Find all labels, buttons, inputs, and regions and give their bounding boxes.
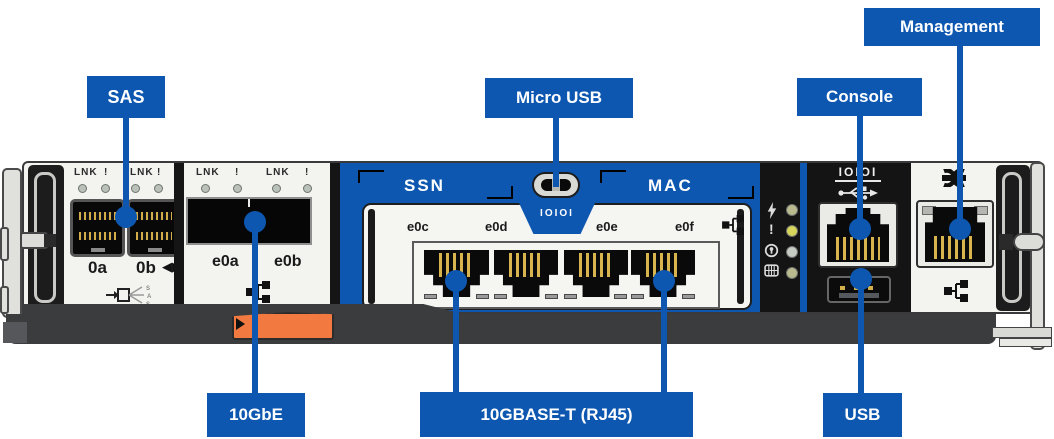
port-led (682, 294, 695, 299)
ten-gbase-t-callout: 10GBASE-T (RJ45) (420, 392, 693, 437)
network-icon (944, 280, 968, 302)
micro-usb-serial-tab: IOIOI (519, 203, 595, 234)
sas-port-0a-label: 0a (88, 258, 107, 277)
sas-led (78, 184, 87, 193)
sfp-led (303, 184, 312, 193)
rj45-group-frame (412, 241, 720, 309)
sas-alert-label: ! (104, 167, 109, 178)
right-rail-step (999, 338, 1052, 347)
nvmem-icon (764, 264, 779, 277)
port-led (476, 294, 489, 299)
section-divider (330, 163, 340, 312)
usb-callout-dot (850, 268, 872, 290)
panel-divider (800, 163, 807, 312)
status-led (786, 204, 798, 216)
ten-gbe-callout: 10GbE (207, 393, 305, 437)
ten-gbase-t-callout-line (661, 280, 667, 393)
management-callout-dot (949, 218, 971, 240)
sas-led (154, 184, 163, 193)
management-callout-line (957, 45, 963, 231)
svg-text:A: A (147, 294, 152, 300)
section-divider (174, 163, 184, 312)
port-led (545, 294, 558, 299)
sfp-lnk-label: LNK (196, 167, 220, 178)
rj45-e0f-label: e0f (675, 219, 694, 234)
sas-callout-line (123, 117, 129, 217)
rj45-e0e-label: e0e (596, 219, 618, 234)
network-icon (246, 281, 270, 303)
cam-handle-arrow-icon (236, 318, 245, 330)
sas-port-0a (70, 199, 125, 257)
usb-callout-line (858, 277, 864, 394)
console-callout-line (857, 115, 863, 231)
sfp-port-e0b-label: e0b (274, 253, 302, 270)
console-port-pins (836, 237, 880, 260)
ssn-label: SSN (404, 176, 445, 195)
mac-bracket (600, 170, 626, 183)
network-icon (722, 215, 744, 235)
mac-bracket (728, 186, 754, 199)
sas-led (131, 184, 140, 193)
status-led (786, 267, 798, 279)
bottom-rail-left-block (3, 322, 27, 343)
panel-shadow-bar (368, 209, 375, 304)
right-rail (1030, 162, 1045, 350)
ten-gbase-t-callout-dot (445, 270, 467, 292)
sfp-alert-label: ! (305, 167, 310, 178)
sas-led (101, 184, 110, 193)
ssn-bracket (487, 186, 513, 199)
sas-lnk-label: LNK (74, 167, 98, 178)
left-ear-tab (0, 286, 9, 314)
sas-port-0b-label: 0b (136, 258, 156, 277)
right-latch-pin (1013, 233, 1045, 251)
ten-gbe-callout-dot (244, 211, 266, 233)
left-latch-pin-tip (44, 234, 56, 247)
micro-usb-callout: Micro USB (485, 78, 633, 118)
rj45-e0d-label: e0d (485, 219, 508, 234)
right-latch-pin-tip (999, 234, 1013, 250)
console-callout-dot (849, 218, 871, 240)
ten-gbase-t-callout-dot (653, 270, 675, 292)
ten-gbe-callout-line (252, 220, 258, 394)
sfp-led (201, 184, 210, 193)
sas-lnk-label: LNK (130, 167, 154, 178)
svg-text:S: S (146, 286, 150, 292)
sfp-lnk-label: LNK (266, 167, 290, 178)
power-icon (766, 202, 778, 219)
micro-usb-serial-label: IOIOI (540, 208, 574, 219)
sas-alert-label: ! (157, 167, 162, 178)
status-led (786, 246, 798, 258)
attention-icon: ! (769, 221, 774, 237)
ten-gbase-t-callout-line (453, 280, 459, 393)
bottom-rail (6, 314, 996, 344)
left-ear-tab (0, 227, 9, 261)
sfp-led (233, 184, 242, 193)
rj45-e0c-label: e0c (407, 219, 429, 234)
micro-usb-callout-line (553, 117, 559, 187)
location-icon (764, 243, 779, 258)
sfp-led (272, 184, 281, 193)
console-callout: Console (797, 78, 922, 116)
mac-label: MAC (648, 176, 693, 195)
port-led (494, 294, 507, 299)
port-led (614, 294, 627, 299)
port-led (424, 294, 437, 299)
ssn-bracket (358, 170, 384, 183)
sfp-alert-label: ! (235, 167, 240, 178)
sas-callout: SAS (87, 76, 165, 118)
port-led (631, 294, 644, 299)
panel-shadow-bar (737, 209, 744, 304)
right-rail-step (992, 327, 1052, 338)
port-led (564, 294, 577, 299)
management-port-pins (934, 236, 976, 259)
status-led (786, 225, 798, 237)
usb-callout: USB (823, 393, 902, 437)
sas-callout-dot (115, 206, 137, 228)
sfp-port-e0a-label: e0a (212, 253, 239, 270)
management-callout: Management (864, 8, 1040, 46)
cam-handle (232, 312, 334, 340)
wrench-icon (932, 169, 976, 187)
console-serial-label: IOIOI (830, 165, 886, 179)
sas-port-0b (127, 199, 181, 257)
